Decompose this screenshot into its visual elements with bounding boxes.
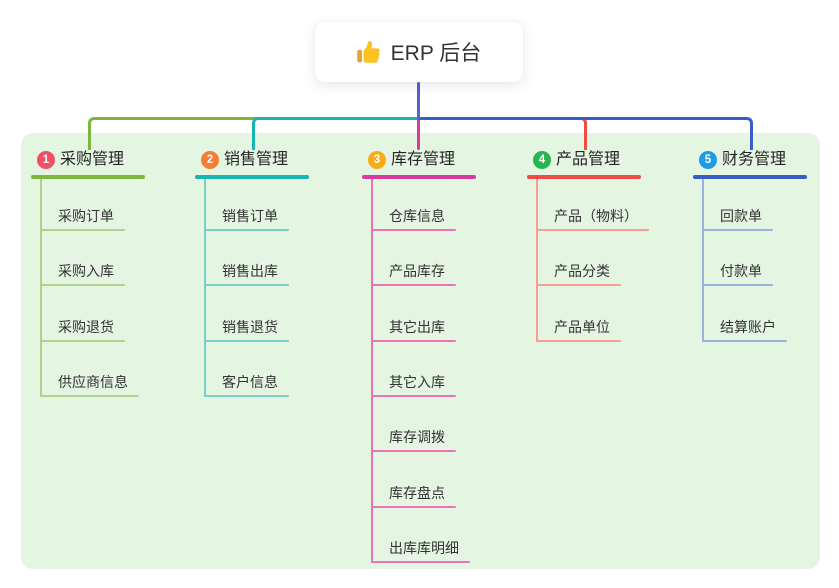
branch-badge: 3 [368,151,386,169]
child-node-label[interactable]: 回款单 [720,208,762,224]
child-underline [204,284,289,286]
child-underline [371,561,470,563]
child-node-label[interactable]: 结算账户 [720,319,776,335]
child-underline [371,395,456,397]
child-node-label[interactable]: 产品分类 [554,263,610,279]
branch-badge: 5 [699,151,717,169]
child-underline [702,284,773,286]
root-connector-line [417,82,420,120]
branch-badge: 2 [201,151,219,169]
child-node-label[interactable]: 产品库存 [389,263,445,279]
child-underline [536,284,621,286]
child-node-label[interactable]: 销售订单 [222,208,278,224]
child-underline [40,340,125,342]
branch-underline [31,175,145,179]
child-node-label[interactable]: 客户信息 [222,374,278,390]
child-underline [536,229,649,231]
branches-panel [21,133,820,569]
connector-line [252,117,422,150]
child-underline [371,340,456,342]
child-underline [40,284,125,286]
thumbs-up-icon [356,40,381,64]
branch-node-label[interactable]: 产品管理 [556,151,621,168]
branch-underline [693,175,807,179]
child-underline [204,229,289,231]
child-node-label[interactable]: 出库库明细 [389,540,459,556]
branch-badge: 1 [37,151,55,169]
branch-node-label[interactable]: 财务管理 [722,151,787,168]
child-node-label[interactable]: 产品单位 [554,319,610,335]
branch-node-label[interactable]: 库存管理 [391,151,456,168]
connector-line [419,117,753,150]
child-node-label[interactable]: 其它出库 [389,319,445,335]
child-underline [204,395,289,397]
child-underline [371,284,456,286]
branch-child-connector [371,179,373,563]
child-node-label[interactable]: 产品（物料） [554,208,638,224]
root-node[interactable]: ERP 后台 [315,22,523,82]
connector-line [417,117,420,150]
child-underline [40,229,125,231]
child-underline [702,229,773,231]
branch-child-connector [204,179,206,397]
child-node-label[interactable]: 付款单 [720,263,762,279]
child-node-label[interactable]: 其它入库 [389,374,445,390]
child-node-label[interactable]: 销售退货 [222,319,278,335]
child-node-label[interactable]: 库存调拨 [389,429,445,445]
child-underline [371,450,456,452]
branch-underline [195,175,309,179]
child-node-label[interactable]: 采购入库 [58,263,114,279]
branch-child-connector [702,179,704,342]
root-title: ERP 后台 [390,42,482,65]
child-underline [702,340,787,342]
child-underline [40,395,139,397]
child-node-label[interactable]: 仓库信息 [389,208,445,224]
child-underline [371,229,456,231]
branch-underline [362,175,476,179]
branch-underline [527,175,641,179]
branch-child-connector [40,179,42,397]
child-node-label[interactable]: 供应商信息 [58,374,128,390]
child-node-label[interactable]: 销售出库 [222,263,278,279]
child-underline [536,340,621,342]
branch-badge: 4 [533,151,551,169]
child-node-label[interactable]: 采购退货 [58,319,114,335]
child-underline [371,506,456,508]
branch-node-label[interactable]: 采购管理 [60,151,125,168]
branch-child-connector [536,179,538,342]
branch-node-label[interactable]: 销售管理 [224,151,289,168]
child-node-label[interactable]: 库存盘点 [389,485,445,501]
child-underline [204,340,289,342]
child-node-label[interactable]: 采购订单 [58,208,114,224]
